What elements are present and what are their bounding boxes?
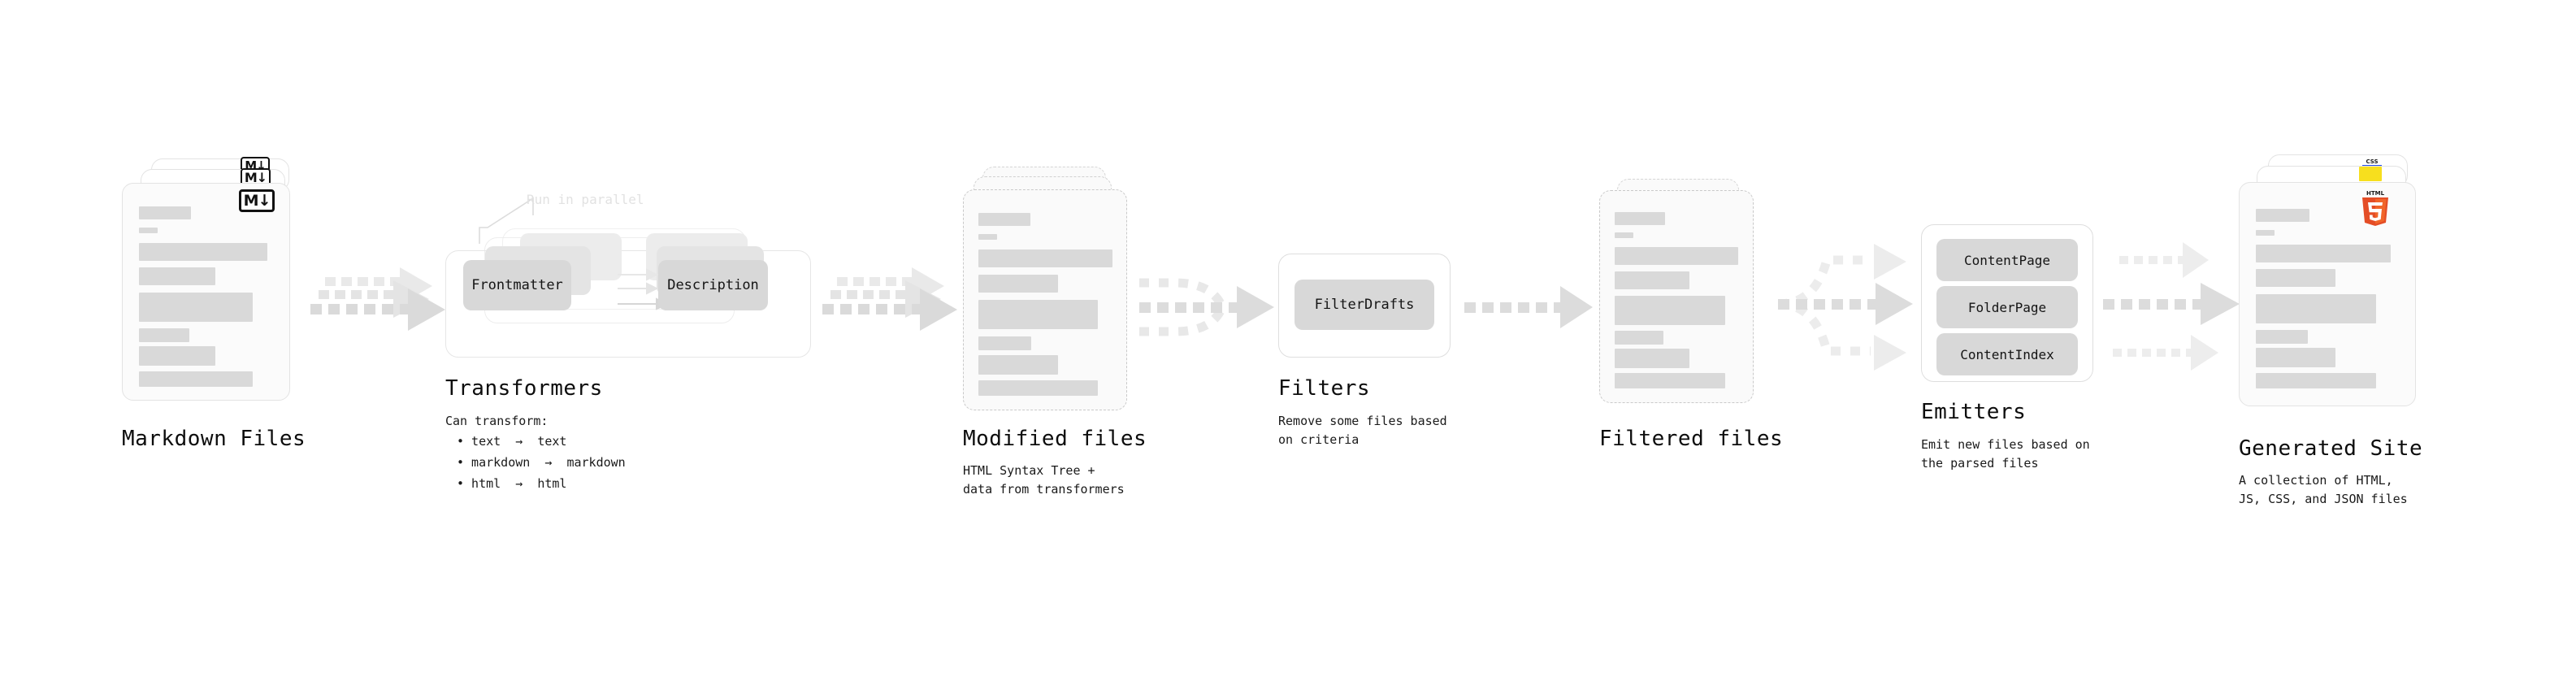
placeholder-bar [1615,232,1633,238]
arrow-modified-to-filters [1139,278,1274,336]
placeholder-bar [978,275,1058,293]
placeholder-bar [139,267,215,285]
modified-card-body [964,190,1126,410]
placeholder-bar [2256,348,2335,367]
placeholder-bar [139,228,158,233]
placeholder-bar [2256,294,2376,323]
placeholder-bar [139,243,267,261]
placeholder-bar [139,328,189,342]
placeholder-bar [978,234,997,240]
placeholder-bar [2256,245,2391,262]
markdown-badge-arrow: ↓ [258,191,271,210]
placeholder-bar [978,300,1098,329]
emitters-chip-folderpage-label: FolderPage [1967,299,2047,315]
modified-files-stack [963,167,1142,435]
markdown-badge-icon: M↓ [239,189,275,212]
arrow-markdown-to-transformers [310,267,445,331]
placeholder-bar [2256,209,2309,222]
transformers-bullet-1: • text → text [457,434,567,449]
generated-card-body [2240,183,2415,406]
transformer-chip-description-label: Description [667,277,759,293]
filtered-files-stack [1599,179,1778,439]
stage-title-emitters: Emitters [1921,400,2027,424]
filtered-card-body [1600,191,1753,402]
placeholder-bar [978,380,1098,396]
stage-title-filtered: Filtered files [1599,427,1784,451]
arrow-emitters-to-site [2103,242,2240,371]
modified-card-front [963,189,1127,410]
placeholder-bar [2256,330,2308,344]
javascript-badge-icon [2359,167,2382,181]
markdown-card-front [122,183,290,401]
html5-badge-icon: HTML [2362,190,2388,226]
filters-chip-filterdrafts[interactable]: FilterDrafts [1295,280,1434,330]
arrow-filtered-to-emitters [1777,244,1913,371]
placeholder-bar [978,355,1058,375]
placeholder-bar [1615,373,1725,388]
generated-site-stack: CSS HTML [2239,154,2434,431]
emitters-chip-folderpage[interactable]: FolderPage [1936,286,2078,328]
placeholder-bar [978,249,1112,267]
filters-chip-filterdrafts-label: FilterDrafts [1314,297,1415,313]
placeholder-bar [139,206,191,219]
placeholder-bar [1615,271,1689,289]
placeholder-bar [978,336,1031,350]
placeholder-bar [1615,331,1663,345]
emitters-chip-contentindex-label: ContentIndex [1960,346,2054,362]
emitters-chip-contentindex[interactable]: ContentIndex [1936,333,2078,375]
transformers-bullet-3: • html → html [457,476,567,491]
emitters-chip-contentpage-label: ContentPage [1964,252,2050,268]
transformer-chip-frontmatter-label: Frontmatter [471,277,563,293]
placeholder-bar [1615,296,1725,325]
placeholder-bar [978,213,1030,226]
placeholder-bar [2256,269,2335,287]
generated-card-front [2239,182,2416,406]
filters-subtitle: Remove some files based on criteria [1278,414,1447,448]
filtered-card-front [1599,190,1754,403]
stage-title-transformers: Transformers [445,376,603,401]
placeholder-bar [1615,247,1738,265]
run-in-parallel-leader [479,197,534,244]
svg-text:CSS: CSS [2366,158,2378,165]
stage-title-modified: Modified files [963,427,1147,451]
markdown-card-body [123,184,289,400]
arrow-transformers-to-modified [822,267,957,331]
emitters-subtitle: Emit new files based on the parsed files [1921,437,2090,471]
placeholder-bar [2256,230,2275,236]
transformers-bullet-2: • markdown → markdown [457,455,626,470]
modified-subtitle: HTML Syntax Tree + data from transformer… [963,463,1125,497]
placeholder-bar [1615,349,1689,368]
arrow-filters-to-filtered [1464,286,1593,328]
placeholder-bar [1615,212,1665,225]
placeholder-bar [139,371,253,387]
stage-title-markdown: Markdown Files [122,427,306,451]
emitters-chip-contentpage[interactable]: ContentPage [1936,239,2078,281]
generated-subtitle: A collection of HTML, JS, CSS, and JSON … [2239,473,2408,507]
markdown-badge-m: M [243,191,259,210]
transformer-chip-frontmatter[interactable]: Frontmatter [463,260,571,310]
markdown-files-stack: M↓ M↓ M↓ [122,157,309,427]
placeholder-bar [139,346,215,366]
transformer-group-front [445,250,811,358]
transformers-subtitle: Can transform: [445,414,549,428]
svg-text:HTML: HTML [2366,190,2385,197]
placeholder-bar [2256,373,2376,388]
placeholder-bar [139,293,253,322]
transformer-chip-description[interactable]: Description [658,260,768,310]
run-in-parallel-label: Run in parallel [527,192,644,207]
stage-title-generated: Generated Site [2239,436,2423,461]
stage-title-filters: Filters [1278,376,1371,401]
